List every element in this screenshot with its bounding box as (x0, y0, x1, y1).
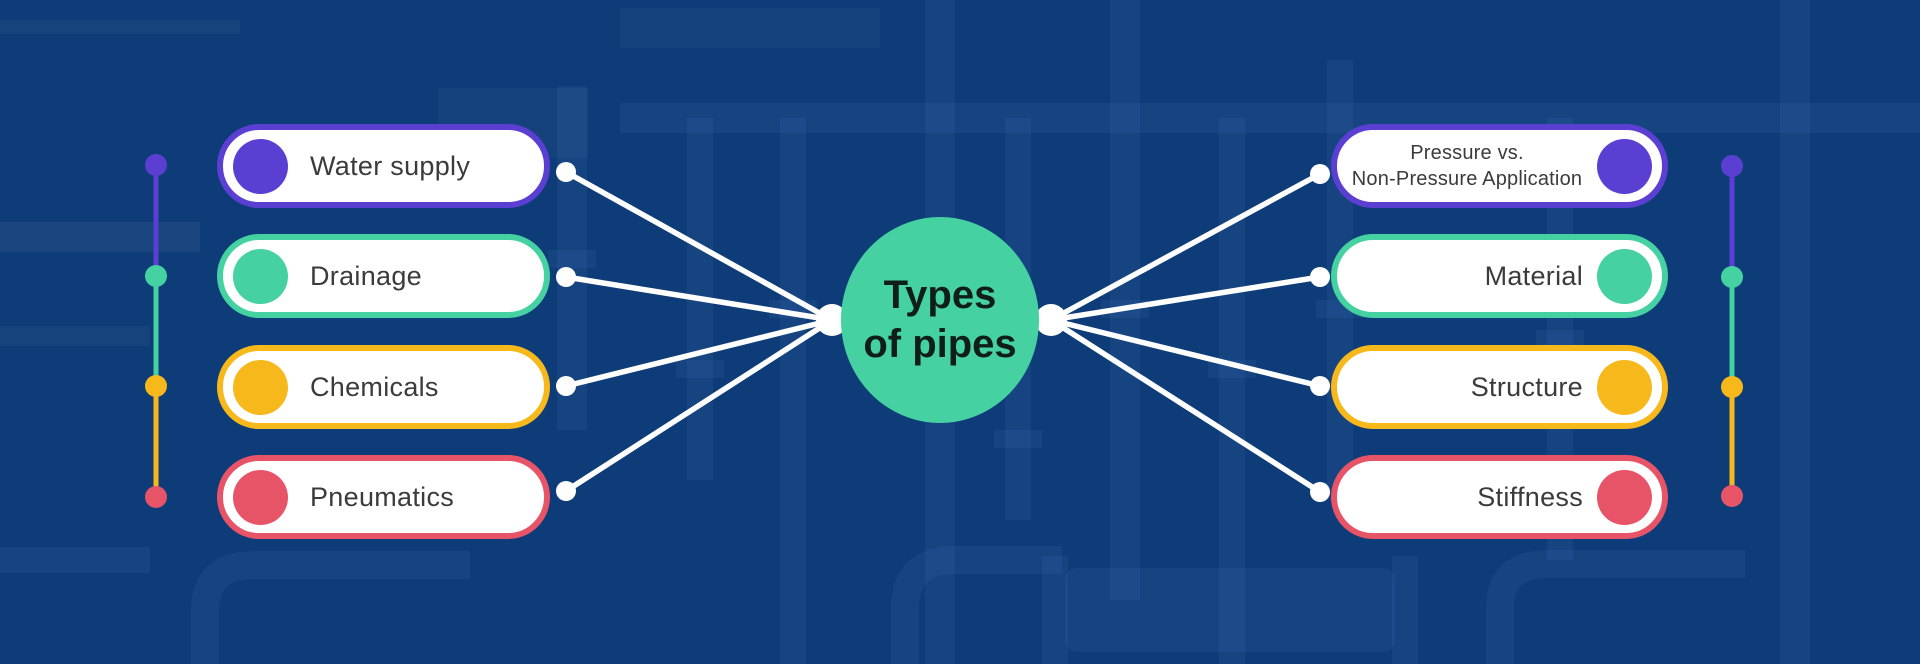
connector-dot (556, 162, 576, 182)
timeline-dot-yellow (1721, 376, 1743, 398)
center-title-line2: of pipes (863, 322, 1017, 366)
node-material[interactable]: Material (1331, 234, 1668, 318)
node-label: Material (1484, 260, 1583, 291)
connector-line (1048, 317, 1323, 495)
timeline-dot-purple (145, 154, 167, 176)
node-stiffness[interactable]: Stiffness (1331, 455, 1668, 539)
node-label: Chemicals (310, 371, 439, 402)
timeline-left (145, 154, 167, 508)
node-color-dot (1597, 138, 1652, 194)
center-title-line1: Types (883, 273, 997, 318)
connector-line (1048, 171, 1323, 323)
connector-line (1048, 317, 1323, 389)
connector-dots (556, 162, 1330, 502)
node-drainage[interactable]: Drainage (217, 234, 550, 318)
connector-dot (1310, 267, 1330, 287)
timeline-dot-red (1721, 485, 1743, 507)
timeline-dot-teal (145, 265, 167, 287)
connector-line (563, 169, 835, 323)
timeline-dot-yellow (145, 375, 167, 397)
connector-dot (556, 267, 576, 287)
node-color-dot (233, 359, 288, 415)
center-hub-dot-right (1035, 304, 1067, 336)
node-pneumatics[interactable]: Pneumatics (217, 455, 550, 539)
connector-dot (1310, 164, 1330, 184)
node-chemicals[interactable]: Chemicals (217, 345, 550, 429)
center-hub-dot-left (816, 304, 848, 336)
center-node-types-of-pipes[interactable]: Types of pipes (841, 217, 1039, 423)
connector-line (1048, 274, 1323, 323)
light-streaks (0, 20, 240, 346)
node-water-supply[interactable]: Water supply (217, 124, 550, 208)
connector-dot (1310, 482, 1330, 502)
node-color-dot (233, 248, 288, 304)
node-color-dot (233, 469, 288, 525)
connector-dot (1310, 376, 1330, 396)
node-label: Drainage (310, 260, 422, 291)
node-pressure-application[interactable]: Pressure vs. Non-Pressure Application (1331, 124, 1668, 208)
node-label: Stiffness (1477, 481, 1583, 512)
timeline-right (1721, 155, 1743, 507)
connector-lines (563, 169, 1323, 495)
node-label: Structure (1470, 371, 1583, 402)
node-label: Pressure vs. Non-Pressure Application (1351, 140, 1583, 193)
node-color-dot (233, 138, 288, 194)
node-label-line2: Non-Pressure Application (1351, 168, 1583, 190)
timeline-dot-purple (1721, 155, 1743, 177)
connector-line (563, 317, 835, 494)
timeline-dot-teal (1721, 266, 1743, 288)
connector-dot (556, 376, 576, 396)
node-label: Pneumatics (310, 481, 455, 512)
connector-dot (556, 481, 576, 501)
timeline-dot-red (145, 486, 167, 508)
connector-line (563, 317, 835, 389)
node-color-dot (1597, 248, 1652, 304)
node-label-line1: Pressure vs. (1410, 141, 1524, 164)
connector-line (563, 274, 835, 323)
node-color-dot (1597, 359, 1652, 415)
node-color-dot (1597, 469, 1652, 525)
node-label: Water supply (310, 150, 471, 181)
node-structure[interactable]: Structure (1331, 345, 1668, 429)
